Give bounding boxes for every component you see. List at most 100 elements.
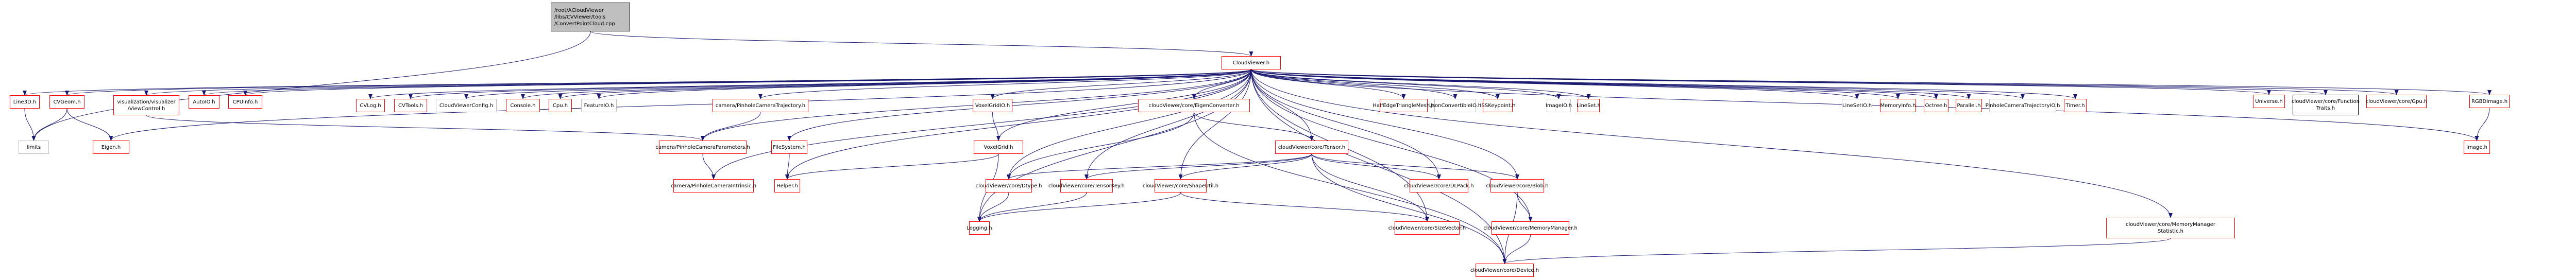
graph-edge-cloudviewer-to-filesystem: [787, 69, 1251, 141]
graph-edge-tensor-to-dlpack: [1311, 153, 1441, 180]
graph-edge-line3d-to-limits: [24, 108, 36, 141]
graph-node-octree[interactable]: Octree.h: [1924, 99, 1948, 112]
graph-node-cvlog[interactable]: CVLog.h: [356, 99, 385, 112]
graph-node-label: cloudViewer/core/Function Traits.h: [2292, 99, 2360, 111]
graph-node-cloudviewer[interactable]: CloudViewer.h: [1222, 56, 1281, 69]
graph-node-blob[interactable]: cloudViewer/core/Blob.h: [1486, 179, 1549, 192]
graph-node-tensor[interactable]: cloudViewer/core/Tensor.h: [1275, 141, 1348, 154]
graph-edge-cloudviewer-to-linesetio: [1251, 69, 1859, 99]
graph-edge-tensor-to-blob: [1311, 153, 1519, 180]
graph-node-label: cloudViewer/core/Gpu.h: [2365, 98, 2428, 104]
graph-node-voxelgrid[interactable]: VoxelGrid.h: [974, 141, 1023, 154]
graph-edge-cloudviewer-to-parallel: [1251, 69, 1971, 99]
graph-node-ijson: IJsonConvertibleIO.h: [1429, 99, 1481, 112]
graph-edge-camtraj-to-camparams: [701, 112, 761, 141]
graph-node-timer[interactable]: Timer.h: [2064, 99, 2087, 112]
graph-node-filesystem[interactable]: FileSystem.h: [771, 141, 807, 154]
graph-node-dlpack[interactable]: cloudViewer/core/DLPack.h: [1404, 179, 1474, 192]
graph-node-cpu[interactable]: Cpu.h: [549, 99, 572, 112]
graph-node-device[interactable]: cloudViewer/core/Device.h: [1470, 264, 1539, 277]
graph-edge-tensorkey-to-logging: [977, 192, 1087, 222]
graph-edge-tensor-to-shapeutil: [1178, 153, 1312, 180]
graph-edge-cloudviewer-to-blob: [1251, 69, 1519, 180]
graph-node-universe[interactable]: Universe.h: [2253, 95, 2285, 108]
graph-node-label: camera/PinholeCameraParameters.h: [655, 144, 750, 150]
graph-node-cvgeom[interactable]: CVGeom.h: [49, 95, 84, 109]
graph-node-viewcontrol[interactable]: visualization/visualizer /ViewControl.h: [113, 95, 179, 115]
graph-node-parallel[interactable]: Parallel.h: [1956, 99, 1982, 112]
graph-node-line3d[interactable]: Line3D.h: [10, 95, 40, 109]
graph-node-label: CVLog.h: [360, 102, 381, 109]
graph-node-halfedge[interactable]: HalfEdgeTriangleMesh.h: [1372, 99, 1435, 112]
graph-node-shapeutil[interactable]: cloudViewer/core/ShapeUtil.h: [1143, 179, 1218, 192]
graph-node-functraits[interactable]: cloudViewer/core/Function Traits.h: [2292, 95, 2360, 115]
graph-node-eigen[interactable]: Eigen.h: [93, 141, 129, 154]
graph-node-label: LineSet.h: [1577, 102, 1601, 109]
graph-edge-cloudviewer-to-halfedge: [1251, 69, 1406, 99]
graph-node-label: camera/PinholeCameraIntrinsic.h: [670, 183, 757, 189]
graph-edge-cloudviewer-to-gpu: [1251, 69, 2398, 95]
graph-node-label: Line3D.h: [13, 99, 37, 105]
graph-node-label: Cpu.h: [552, 102, 568, 109]
graph-edge-viewcontrol-to-camparams: [146, 115, 705, 141]
graph-edge-cloudviewer-to-isskey: [1251, 69, 1500, 99]
graph-edge-cloudviewer-to-tensorkey: [1084, 69, 1251, 180]
graph-node-image[interactable]: Image.h: [2464, 141, 2490, 154]
graph-node-dtype[interactable]: cloudViewer/core/Dtype.h: [975, 179, 1042, 192]
graph-node-camtraj[interactable]: camera/PinholeCameraTrajectory.h: [713, 99, 808, 112]
graph-edge-cloudviewer-to-camintr: [711, 69, 1251, 180]
graph-node-label: limits: [26, 144, 41, 150]
graph-node-label: LineSetIO.h: [1842, 102, 1872, 109]
graph-edge-cloudviewer-to-logging: [977, 69, 1251, 222]
graph-node-tensorkey[interactable]: cloudViewer/core/TensorKey.h: [1048, 179, 1125, 192]
graph-node-label: ISSKeypoint.h: [1480, 102, 1516, 109]
graph-node-label: CPUInfo.h: [232, 99, 258, 105]
graph-node-camparams[interactable]: camera/PinholeCameraParameters.h: [655, 141, 750, 154]
graph-node-lineset[interactable]: LineSet.h: [1577, 99, 1601, 112]
graph-edge-cloudviewer-to-functraits: [1251, 69, 2328, 95]
graph-node-root: /root/ACloudViewer /libs/CVViewer/tools …: [551, 3, 630, 31]
graph-edge-cloudviewer-to-lineset: [1251, 69, 1591, 99]
graph-edge-eigenconv-to-dtype: [1007, 112, 1194, 180]
graph-node-label: AutoIO.h: [193, 99, 215, 105]
graph-node-autoio[interactable]: AutoIO.h: [189, 95, 219, 109]
graph-edge-voxelgrid-to-helper: [785, 153, 999, 180]
graph-node-label: Universe.h: [2255, 98, 2283, 104]
graph-node-logging[interactable]: Logging.h: [967, 221, 992, 235]
graph-node-label: PinholeCameraTrajectoryIO.h: [1985, 102, 2060, 109]
graph-edge-cloudviewer-to-memmgr: [1251, 69, 1533, 222]
graph-node-label: CloudViewer.h: [1232, 60, 1270, 66]
graph-edge-shapeutil-to-sizevector: [1180, 192, 1429, 222]
graph-node-memstat[interactable]: cloudViewer/core/MemoryManager Statistic…: [2106, 218, 2235, 238]
graph-edge-cloudviewer-to-shapeutil: [1178, 69, 1251, 180]
graph-node-memmgr[interactable]: cloudViewer/core/MemoryManager.h: [1483, 221, 1578, 235]
graph-edge-cloudviewer-to-cpuinfo: [243, 69, 1251, 96]
graph-node-helper[interactable]: Helper.h: [774, 179, 800, 192]
graph-node-label: visualization/visualizer /ViewControl.h: [117, 99, 176, 112]
graph-edge-cloudviewer-to-memstat: [1251, 69, 2173, 218]
graph-node-camintr[interactable]: camera/PinholeCameraIntrinsic.h: [670, 179, 757, 192]
graph-node-voxelgridio[interactable]: VoxelGridIO.h: [973, 99, 1012, 112]
graph-node-sizevector[interactable]: cloudViewer/core/SizeVector.h: [1388, 221, 1466, 235]
graph-node-gpu[interactable]: cloudViewer/core/Gpu.h: [2366, 95, 2427, 108]
graph-node-label: VoxelGrid.h: [984, 144, 1013, 150]
graph-edge-eigenconv-to-tensor: [1194, 112, 1314, 141]
graph-node-label: camera/PinholeCameraTrajectory.h: [715, 102, 806, 109]
graph-node-rgbd[interactable]: RGBDImage.h: [2469, 95, 2510, 108]
graph-node-label: cloudViewer/core/Tensor.h: [1278, 144, 1346, 150]
graph-node-cpuinfo[interactable]: CPUInfo.h: [228, 95, 262, 109]
graph-node-label: cloudViewer/core/Blob.h: [1486, 183, 1549, 189]
graph-edge-cloudviewer-to-meminfo: [1251, 69, 1900, 99]
graph-node-label: Timer.h: [2065, 102, 2085, 109]
graph-edge-memmgr-to-device: [1502, 234, 1531, 264]
graph-node-console[interactable]: Console.h: [506, 99, 540, 112]
graph-edge-cloudviewer-to-eigenconv: [1192, 69, 1251, 99]
graph-edge-tensor-to-tensorkey: [1084, 153, 1312, 180]
graph-edge-camparams-to-camintr: [702, 153, 716, 180]
graph-node-isskey[interactable]: ISSKeypoint.h: [1480, 99, 1516, 112]
graph-node-label: CVGeom.h: [53, 99, 81, 105]
graph-node-meminfo[interactable]: MemoryInfo.h: [1880, 99, 1916, 112]
graph-edge-memstat-to-device: [1502, 238, 2171, 264]
graph-node-cvtools[interactable]: CVTools.h: [394, 99, 427, 112]
graph-node-eigenconv[interactable]: cloudViewer/core/EigenConverter.h: [1138, 99, 1250, 112]
